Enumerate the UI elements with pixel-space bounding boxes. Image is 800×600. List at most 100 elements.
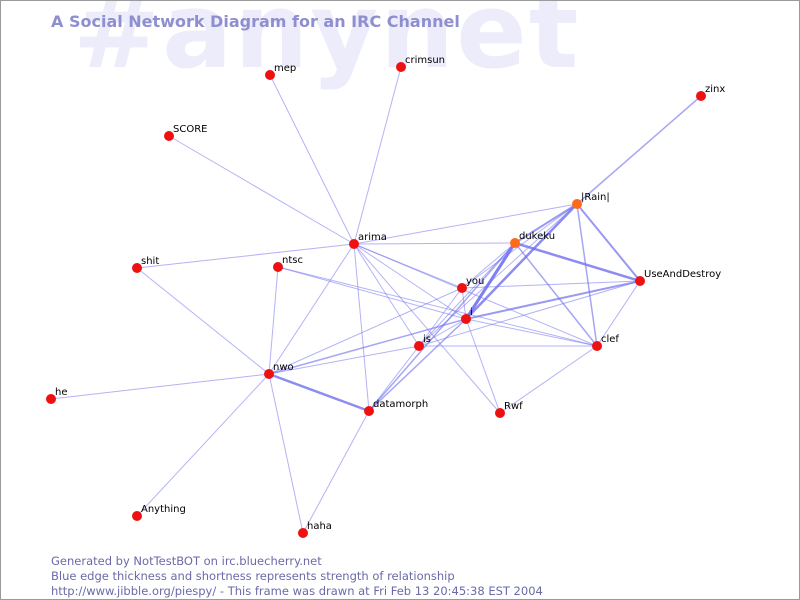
- node-Rwf: Rwf: [495, 401, 523, 418]
- node-dot-ntsc: [273, 262, 283, 272]
- node-label-datamorph: datamorph: [373, 399, 428, 410]
- node-label-nwo: nwo: [273, 362, 294, 373]
- node-label-Anything: Anything: [141, 504, 186, 515]
- edge-i-is: [418, 318, 467, 347]
- node-shit: shit: [132, 256, 159, 273]
- node-dot-mep: [265, 70, 275, 80]
- edge-ntsc-nwo: [268, 266, 279, 375]
- edge-ntsc-clef: [277, 266, 598, 347]
- node-label-mep: mep: [274, 63, 296, 74]
- edge-nwo-datamorph: [268, 372, 370, 413]
- edge-mep-arima: [269, 74, 355, 245]
- node-label-SCORE: SCORE: [173, 124, 207, 135]
- edge-is-datamorph: [368, 345, 420, 412]
- node-dot-UseAndDestroy: [635, 276, 645, 286]
- node-dot-is: [414, 341, 424, 351]
- footer-generated-by: Generated by NotTestBOT on irc.bluecherr…: [51, 554, 322, 568]
- node-label-he: he: [55, 387, 68, 398]
- footer: Generated by NotTestBOT on irc.bluecherr…: [51, 554, 543, 599]
- node-label-zinx: zinx: [705, 84, 725, 95]
- node-ntsc: ntsc: [273, 255, 303, 272]
- node-UseAndDestroy: UseAndDestroy: [635, 269, 721, 286]
- edge-i-datamorph: [368, 318, 467, 412]
- diagram-title: A Social Network Diagram for an IRC Chan…: [51, 12, 460, 31]
- node-label-UseAndDestroy: UseAndDestroy: [644, 269, 721, 280]
- edge-UseAndDestroy-is: [418, 280, 641, 347]
- edge-dukeku-UseAndDestroy: [514, 241, 641, 283]
- edge-i-nwo: [268, 318, 467, 375]
- edge-arima-i: [353, 243, 467, 320]
- node-label-arima: arima: [358, 232, 387, 243]
- edge-Rain-is: [418, 203, 578, 347]
- edge-UseAndDestroy-i: [465, 280, 641, 320]
- node-dot-Rwf: [495, 408, 505, 418]
- edge-UseAndDestroy-clef: [596, 280, 641, 347]
- node-dot-SCORE: [164, 131, 174, 141]
- edge-Rain-UseAndDestroy: [576, 203, 641, 282]
- edge-datamorph-haha: [302, 410, 370, 534]
- edge-arima-is: [353, 243, 420, 347]
- edge-arima-nwo: [268, 243, 355, 375]
- node-dot-zinx: [696, 91, 706, 101]
- edge-i-clef: [465, 318, 598, 347]
- node-dot-arima: [349, 239, 359, 249]
- node-dot-datamorph: [364, 406, 374, 416]
- edge-crimsun-arima: [353, 66, 402, 245]
- node-you: you: [457, 276, 484, 293]
- edge-dukeku-clef: [514, 242, 598, 347]
- node-clef: clef: [592, 334, 619, 351]
- node-haha: haha: [298, 521, 332, 538]
- edge-you-nwo: [268, 287, 463, 375]
- node-label-Rwf: Rwf: [504, 401, 523, 412]
- edge-arima-Rain: [353, 203, 578, 245]
- edge-UseAndDestroy-you: [461, 280, 641, 289]
- edge-shit-arima: [136, 243, 355, 269]
- edge-dukeku-you: [461, 242, 516, 289]
- node-Rain: |Rain|: [572, 192, 610, 209]
- footer-legend-note: Blue edge thickness and shortness repres…: [51, 569, 455, 583]
- node-label-Rain: |Rain|: [581, 192, 610, 203]
- node-arima: arima: [349, 232, 387, 249]
- node-datamorph: datamorph: [364, 399, 428, 416]
- node-dot-haha: [298, 528, 308, 538]
- edge-shit-nwo: [136, 267, 270, 375]
- edge-dukeku-i: [464, 242, 517, 320]
- node-i: i: [461, 307, 473, 324]
- edge-nwo-he: [50, 373, 270, 400]
- node-dot-clef: [592, 341, 602, 351]
- edge-you-is: [418, 287, 463, 347]
- edge-is-nwo: [268, 345, 420, 375]
- node-crimsun: crimsun: [396, 55, 445, 72]
- node-label-dukeku: dukeku: [519, 231, 555, 242]
- node-label-clef: clef: [601, 334, 619, 345]
- edge-SCORE-arima: [168, 135, 355, 245]
- edges-layer: [50, 66, 702, 534]
- edge-Rain-clef: [576, 203, 598, 347]
- node-nwo: nwo: [264, 362, 294, 379]
- node-label-you: you: [466, 276, 484, 287]
- edge-dukeku-is: [418, 242, 516, 347]
- edge-i-Rwf: [465, 318, 501, 414]
- node-dot-shit: [132, 263, 142, 273]
- node-SCORE: SCORE: [164, 124, 207, 141]
- node-he: he: [46, 387, 68, 404]
- edge-Rain-dukeku: [514, 203, 578, 244]
- node-dukeku: dukeku: [510, 231, 555, 248]
- node-dot-i: [461, 314, 471, 324]
- node-dot-dukeku: [510, 238, 520, 248]
- footer-frame-info: http://www.jibble.org/piespy/ - This fra…: [51, 584, 543, 598]
- edge-you-i: [461, 287, 467, 320]
- node-label-is: is: [423, 334, 431, 345]
- channel-watermark: #anynet: [73, 0, 581, 92]
- edge-clef-Rwf: [499, 345, 598, 414]
- node-dot-nwo: [264, 369, 274, 379]
- node-dot-he: [46, 394, 56, 404]
- edge-dukeku-datamorph: [368, 242, 516, 412]
- node-dot-crimsun: [396, 62, 406, 72]
- edge-ntsc-i: [277, 266, 467, 320]
- edge-arima-dukeku: [353, 242, 516, 245]
- edge-arima-datamorph: [353, 243, 370, 412]
